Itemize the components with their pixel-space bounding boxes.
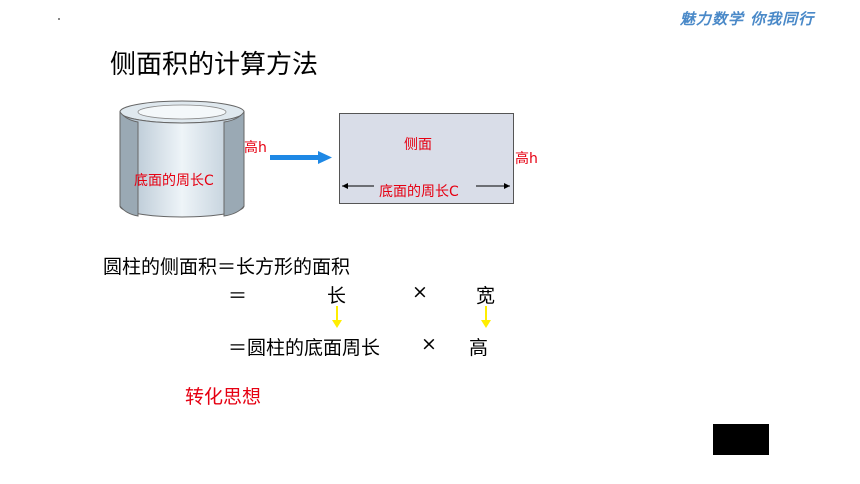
rectangle-base-label: 底面的周长C — [379, 184, 459, 200]
rectangle-height-label: 高h — [515, 151, 538, 167]
open-cylinder-illustration — [119, 100, 245, 218]
decorative-dot — [58, 18, 60, 20]
yellow-down-arrow-icon — [332, 306, 342, 328]
base-length-arrow-icon — [342, 183, 510, 189]
brand-slogan: 魅力数学 你我同行 — [680, 10, 815, 28]
cylinder-height-label: 高h — [244, 140, 267, 156]
formula-width: 宽 — [476, 285, 496, 307]
formula-equals: ＝ — [228, 285, 248, 307]
formula-times-2: × — [421, 333, 437, 355]
formula-line-3: ＝圆柱的底面周长 — [228, 337, 381, 359]
yellow-down-arrow-icon — [481, 306, 491, 328]
conversion-idea-note: 转化思想 — [185, 386, 262, 408]
formula-length: 长 — [327, 285, 347, 307]
page-title: 侧面积的计算方法 — [110, 50, 319, 80]
formula-line-1: 圆柱的侧面积＝长方形的面积 — [103, 256, 351, 278]
black-box — [713, 424, 769, 455]
unrolled-rectangle — [339, 113, 514, 204]
formula-times-1: × — [412, 281, 428, 303]
transform-arrow-icon — [270, 151, 332, 164]
side-face-label: 侧面 — [404, 137, 432, 153]
cylinder-base-label: 底面的周长C — [134, 173, 214, 189]
formula-height: 高 — [469, 337, 489, 359]
